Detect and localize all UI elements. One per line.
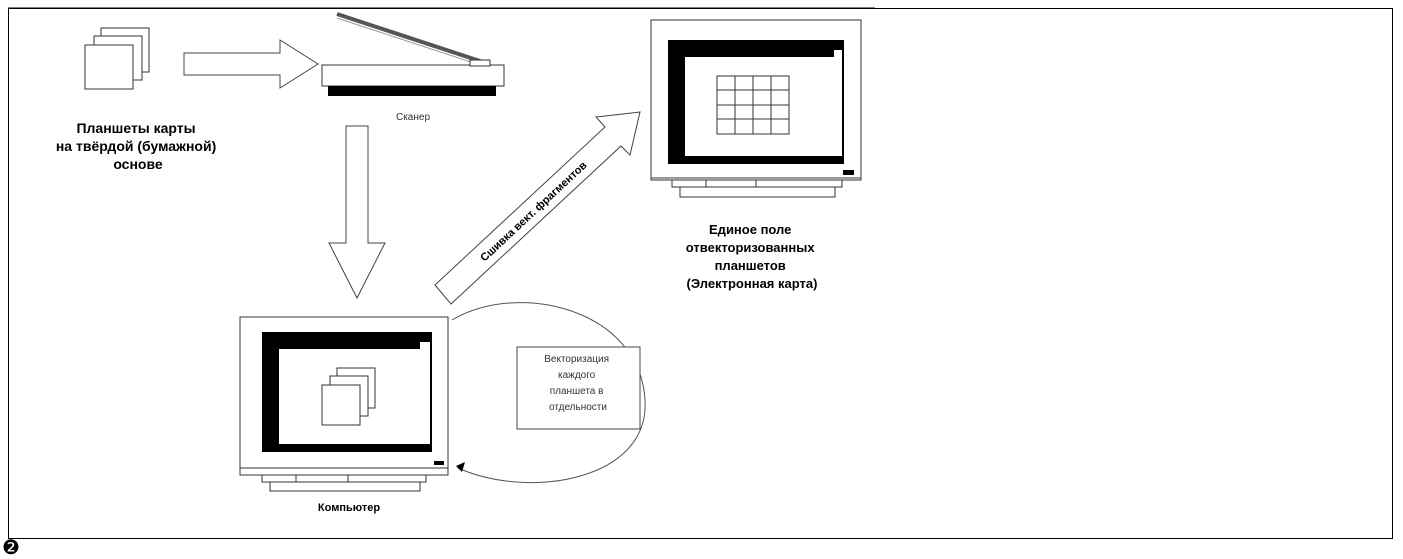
stitched-grid-icon xyxy=(716,75,790,135)
vectorization-loop-arrow xyxy=(451,302,646,484)
paper-sheets-icon xyxy=(84,27,150,90)
source-label: Планшеты карты на твёрдой (бумажной) осн… xyxy=(56,120,220,172)
result-label: Единое поле отвекторизованных планшетов … xyxy=(686,222,818,291)
vectorization-label: Векторизация каждого планшета в отдельно… xyxy=(544,354,612,413)
stitch-arrow-label: Сшивка вект. фрагментов xyxy=(478,159,589,264)
arrow-to-computer xyxy=(328,125,386,300)
scanner-label: Сканер xyxy=(396,112,430,123)
vectorization-box xyxy=(516,346,641,430)
result-monitor-icon xyxy=(650,19,862,198)
sheets-on-screen-icon xyxy=(321,367,376,426)
computer-label: Компьютер xyxy=(318,502,380,514)
figure-marker: ❷ xyxy=(2,535,20,559)
scanner-icon xyxy=(321,12,505,96)
stitch-arrow xyxy=(434,111,641,305)
loop-arrowhead xyxy=(456,462,465,472)
arrow-to-scanner xyxy=(183,39,319,89)
